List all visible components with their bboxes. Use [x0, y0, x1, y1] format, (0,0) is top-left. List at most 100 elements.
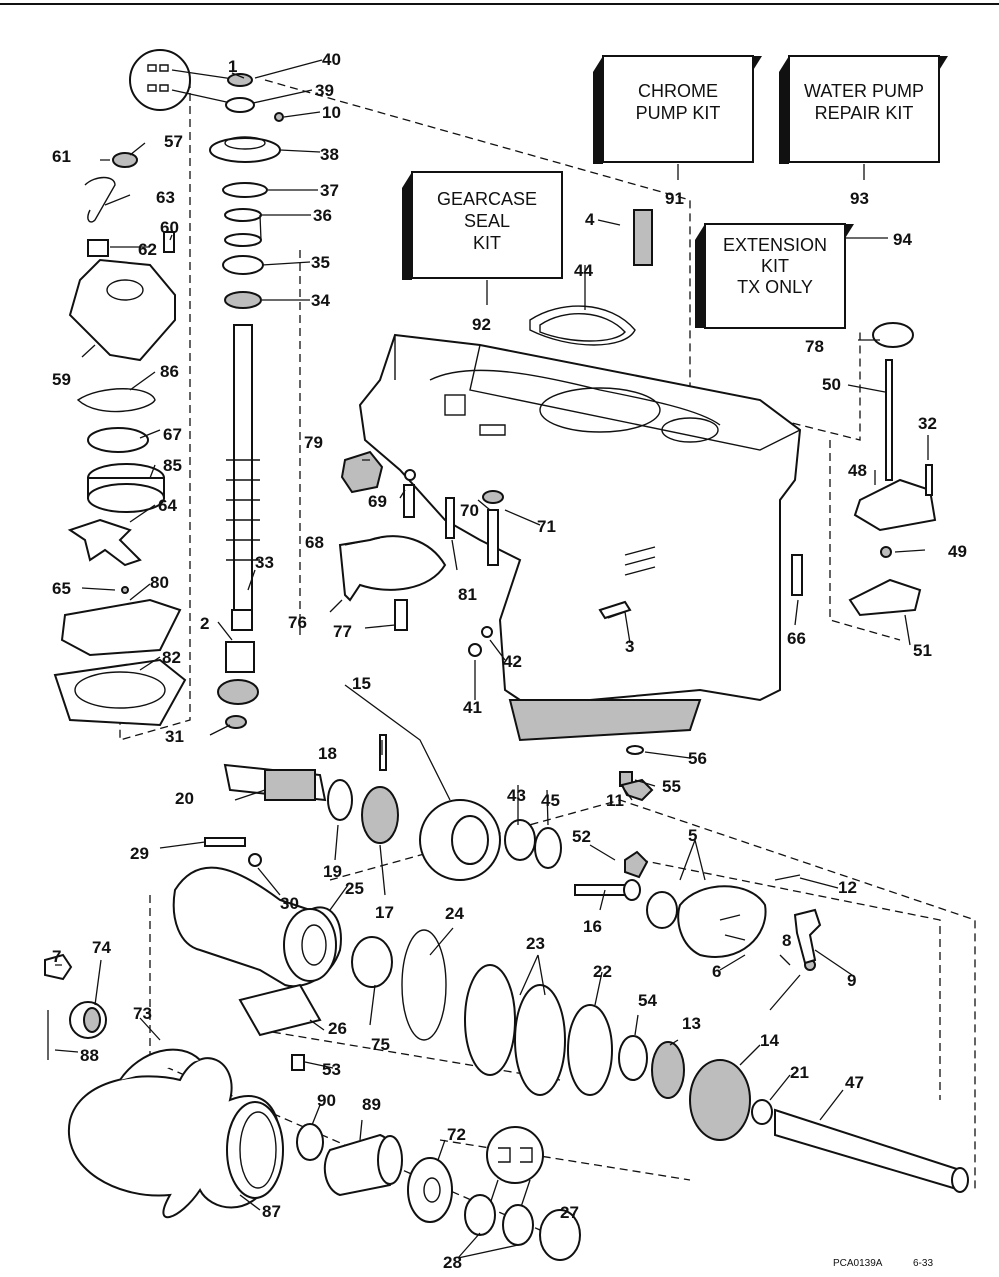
kit-extension-line-3: TX ONLY	[737, 277, 813, 297]
kit-box-extension: EXTENSION KIT TX ONLY	[695, 223, 854, 329]
kit-box-water-pump: WATER PUMP REPAIR KIT	[779, 55, 948, 164]
callout-89: 89	[362, 1095, 381, 1114]
callout-52: 52	[572, 827, 591, 846]
callout-87: 87	[262, 1202, 281, 1221]
callout-45: 45	[541, 791, 560, 810]
callout-65: 65	[52, 579, 71, 598]
kit-ref-extension: 94	[893, 230, 912, 249]
callout-78: 78	[805, 337, 824, 356]
mid-small-parts	[338, 209, 937, 787]
callout-39: 39	[315, 81, 334, 100]
callout-8: 8	[782, 931, 791, 950]
callout-79: 79	[304, 433, 323, 452]
kit-box-gearcase-seal: GEARCASE SEAL KIT	[402, 171, 563, 280]
callout-7: 7	[52, 947, 61, 966]
callout-50: 50	[822, 375, 841, 394]
callout-40: 40	[322, 50, 341, 69]
kit-extension-line-1: EXTENSION	[723, 235, 827, 255]
callout-38: 38	[320, 145, 339, 164]
callout-64: 64	[158, 496, 177, 515]
kit-chrome-line-1: CHROME	[638, 81, 718, 101]
callout-48: 48	[848, 461, 867, 480]
callout-76: 76	[288, 613, 307, 632]
callout-77: 77	[333, 622, 352, 641]
callout-90: 90	[317, 1091, 336, 1110]
callout-17: 17	[375, 903, 394, 922]
callout-12: 12	[838, 878, 857, 897]
callout-66: 66	[787, 629, 806, 648]
callout-4: 4	[585, 210, 595, 229]
callout-21: 21	[790, 1063, 809, 1082]
driveshaft-assembly	[209, 73, 284, 729]
callout-32: 32	[918, 414, 937, 433]
callout-62: 62	[138, 240, 157, 259]
callout-86: 86	[160, 362, 179, 381]
kit-extension-line-2: KIT	[761, 256, 789, 276]
callout-24: 24	[445, 904, 464, 923]
callout-56: 56	[688, 749, 707, 768]
kit-ref-chrome: 91	[665, 189, 684, 208]
callout-53: 53	[322, 1060, 341, 1079]
callout-11: 11	[606, 791, 624, 810]
callout-23: 23	[526, 934, 545, 953]
callout-35: 35	[311, 253, 330, 272]
callout-30: 30	[280, 894, 299, 913]
callout-55: 55	[662, 777, 681, 796]
callout-29: 29	[130, 844, 149, 863]
inset-detail-top	[129, 49, 241, 111]
bearing-carrier	[172, 837, 969, 1193]
callout-13: 13	[682, 1014, 701, 1033]
callout-36: 36	[313, 206, 332, 225]
callout-49: 49	[948, 542, 967, 561]
callout-9: 9	[847, 971, 856, 990]
callout-71: 71	[537, 517, 556, 536]
callout-75: 75	[371, 1035, 390, 1054]
callout-5: 5	[688, 826, 697, 845]
callout-33: 33	[255, 553, 274, 572]
kit-water-line-1: WATER PUMP	[804, 81, 924, 101]
kit-ref-seal: 92	[472, 315, 491, 334]
callout-19: 19	[323, 862, 342, 881]
callout-80: 80	[150, 573, 169, 592]
callout-16: 16	[583, 917, 602, 936]
callout-2: 2	[200, 614, 209, 633]
callout-3: 3	[625, 637, 634, 656]
kit-water-line-2: REPAIR KIT	[815, 103, 914, 123]
callout-47: 47	[845, 1073, 864, 1092]
callout-44: 44	[574, 261, 593, 280]
callout-22: 22	[593, 962, 612, 981]
callout-67: 67	[163, 425, 182, 444]
callout-20: 20	[175, 789, 194, 808]
propshaft-assembly	[223, 734, 822, 971]
callout-85: 85	[163, 456, 182, 475]
callout-57: 57	[164, 132, 183, 151]
kit-ref-water: 93	[850, 189, 869, 208]
callout-15: 15	[352, 674, 371, 693]
callout-51: 51	[913, 641, 932, 660]
callout-70: 70	[460, 501, 479, 520]
callout-1: 1	[228, 57, 237, 76]
kit-seal-line-1: GEARCASE	[437, 189, 537, 209]
callout-68: 68	[305, 533, 324, 552]
callout-73: 73	[133, 1004, 152, 1023]
drawing-page: 6-33	[913, 1258, 933, 1269]
callout-69: 69	[368, 492, 387, 511]
kit-box-chrome-pump: CHROME PUMP KIT	[593, 55, 762, 164]
kit-seal-line-3: KIT	[473, 233, 501, 253]
callout-leaders	[54, 59, 929, 1259]
callout-26: 26	[328, 1019, 347, 1038]
callout-61: 61	[52, 147, 71, 166]
callout-37: 37	[320, 181, 339, 200]
callout-43: 43	[507, 786, 526, 805]
callout-31: 31	[165, 727, 184, 746]
kit-seal-line-2: SEAL	[464, 211, 510, 231]
callout-10: 10	[322, 103, 341, 122]
kit-ref-leaders	[486, 164, 865, 305]
callout-59: 59	[52, 370, 71, 389]
assembly-guide-lines	[119, 79, 976, 1231]
callout-81: 81	[458, 585, 477, 604]
callout-72: 72	[447, 1125, 466, 1144]
